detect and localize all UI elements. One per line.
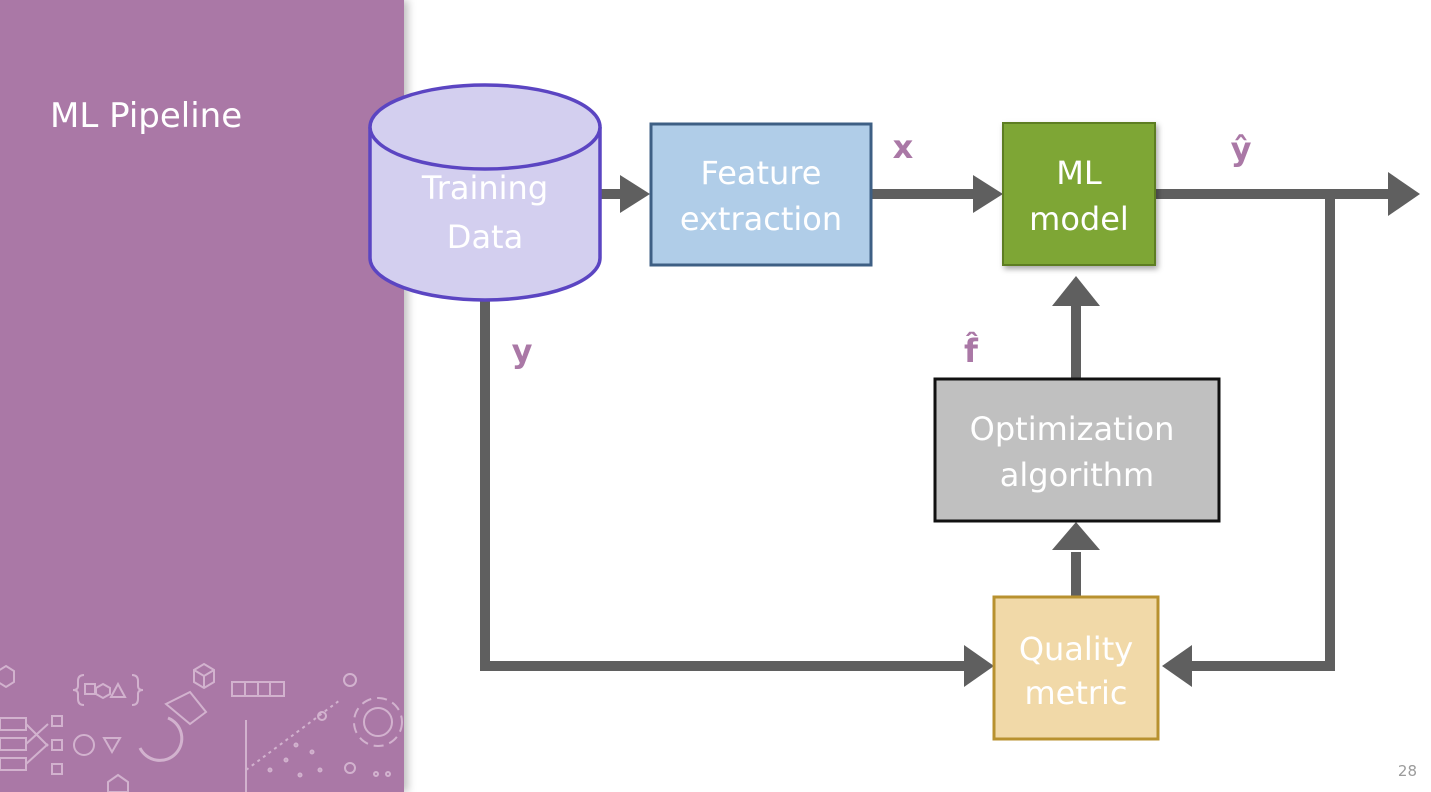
feature-extraction-label-line1: Feature xyxy=(701,154,822,192)
optimization-label-line2: algorithm xyxy=(1000,456,1154,494)
ml-model-label-line1: ML xyxy=(1056,154,1102,192)
label-y-hat: ŷ xyxy=(1231,130,1252,168)
label-f-hat: f̂ xyxy=(964,332,979,370)
feature-extraction-node: Feature extraction xyxy=(649,122,873,267)
ml-model-node: ML model xyxy=(1002,122,1156,266)
quality-metric-node: Quality metric xyxy=(992,595,1160,741)
ml-model-label-line2: model xyxy=(1029,200,1129,238)
arrow-y-to-quality xyxy=(480,300,966,671)
page-number: 28 xyxy=(1397,762,1417,780)
training-data-label-line1: Training xyxy=(421,169,548,207)
training-data-node: Training Data xyxy=(368,83,602,302)
training-data-label-line2: Data xyxy=(447,218,523,256)
flow-network-icon xyxy=(0,715,63,775)
feature-extraction-label-line2: extraction xyxy=(680,200,842,238)
cube-icon xyxy=(193,662,215,690)
quality-metric-label-line1: Quality xyxy=(1019,630,1133,668)
optimization-algorithm-node: Optimization algorithm xyxy=(933,377,1221,523)
bar-icon xyxy=(231,681,285,697)
optimization-label-line1: Optimization xyxy=(970,410,1175,448)
label-x: x xyxy=(893,128,914,166)
gear-icon xyxy=(353,697,403,747)
sidebar: ML Pipeline xyxy=(0,0,404,792)
hexagon-icon xyxy=(0,664,15,689)
sidebar-decoration xyxy=(0,662,403,792)
curly-braces-shapes-icon xyxy=(72,674,144,706)
quality-metric-label-line2: metric xyxy=(1024,674,1127,712)
scatter-plot-icon xyxy=(245,699,341,792)
donut-chart-icon xyxy=(138,690,208,762)
arrow-output-to-quality xyxy=(1190,194,1335,671)
slide-title: ML Pipeline xyxy=(50,96,243,136)
label-y: y xyxy=(512,332,533,370)
